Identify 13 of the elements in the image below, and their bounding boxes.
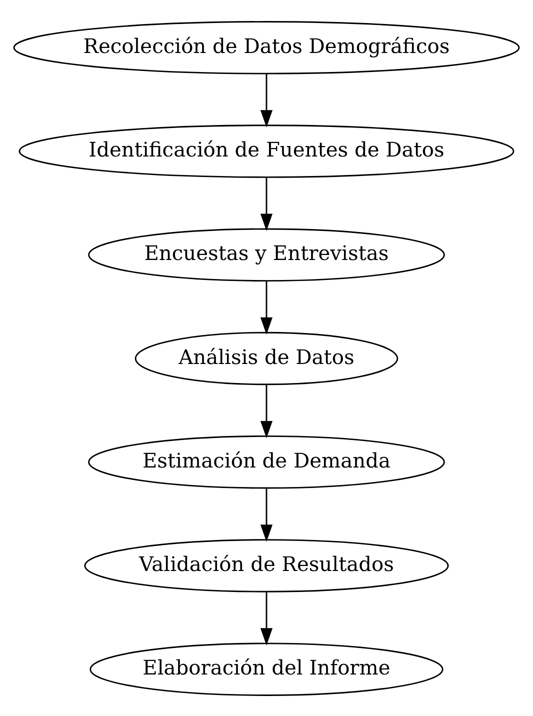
node-ellipse: Identificación de Fuentes de Datos [18,124,514,178]
arrow [260,177,273,231]
arrow [260,592,273,645]
node-ellipse: Recolección de Datos Demográficos [13,20,520,74]
arrow [260,384,273,438]
node-ellipse: Análisis de Datos [134,331,398,385]
arrow [260,280,273,334]
arrow [260,74,273,127]
node-ellipse: Estimación de Demanda [88,434,445,488]
arrow [260,488,273,542]
node-ellipse: Elaboración del Informe [90,642,444,696]
node-ellipse: Encuestas y Entrevistas [88,228,445,282]
node-ellipse: Validación de Resultados [84,538,449,592]
